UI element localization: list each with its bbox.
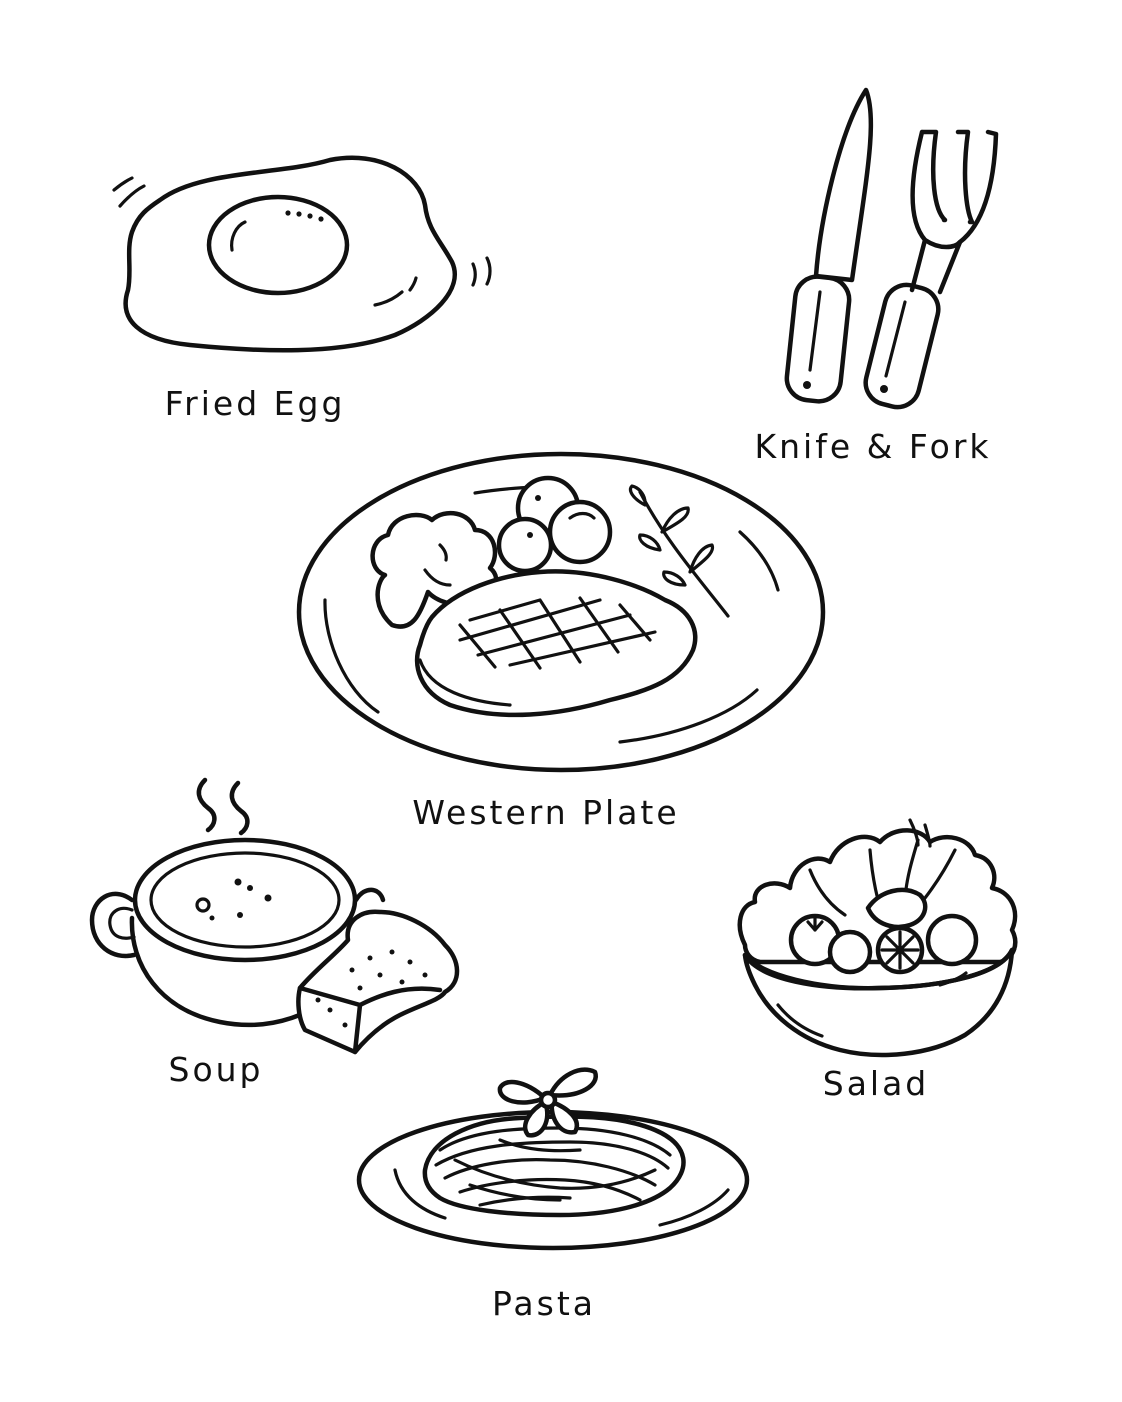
western-plate-icon	[296, 451, 826, 773]
soup-bowl-icon	[89, 777, 386, 1027]
pasta-plate-icon	[356, 1067, 750, 1251]
salad-label: Salad	[822, 1064, 930, 1103]
salad-bowl-icon	[737, 818, 1018, 1058]
fork-icon	[863, 129, 999, 410]
soup-label: Soup	[168, 1050, 264, 1089]
western-plate-label: Western Plate	[412, 793, 680, 832]
knife-fork-label: Knife & Fork	[754, 427, 992, 466]
bread-slice-icon	[296, 909, 460, 1055]
pasta-label: Pasta	[492, 1284, 596, 1323]
knife-icon	[784, 87, 874, 404]
fried-egg-icon	[112, 155, 492, 353]
fried-egg-label: Fried Egg	[164, 384, 346, 423]
